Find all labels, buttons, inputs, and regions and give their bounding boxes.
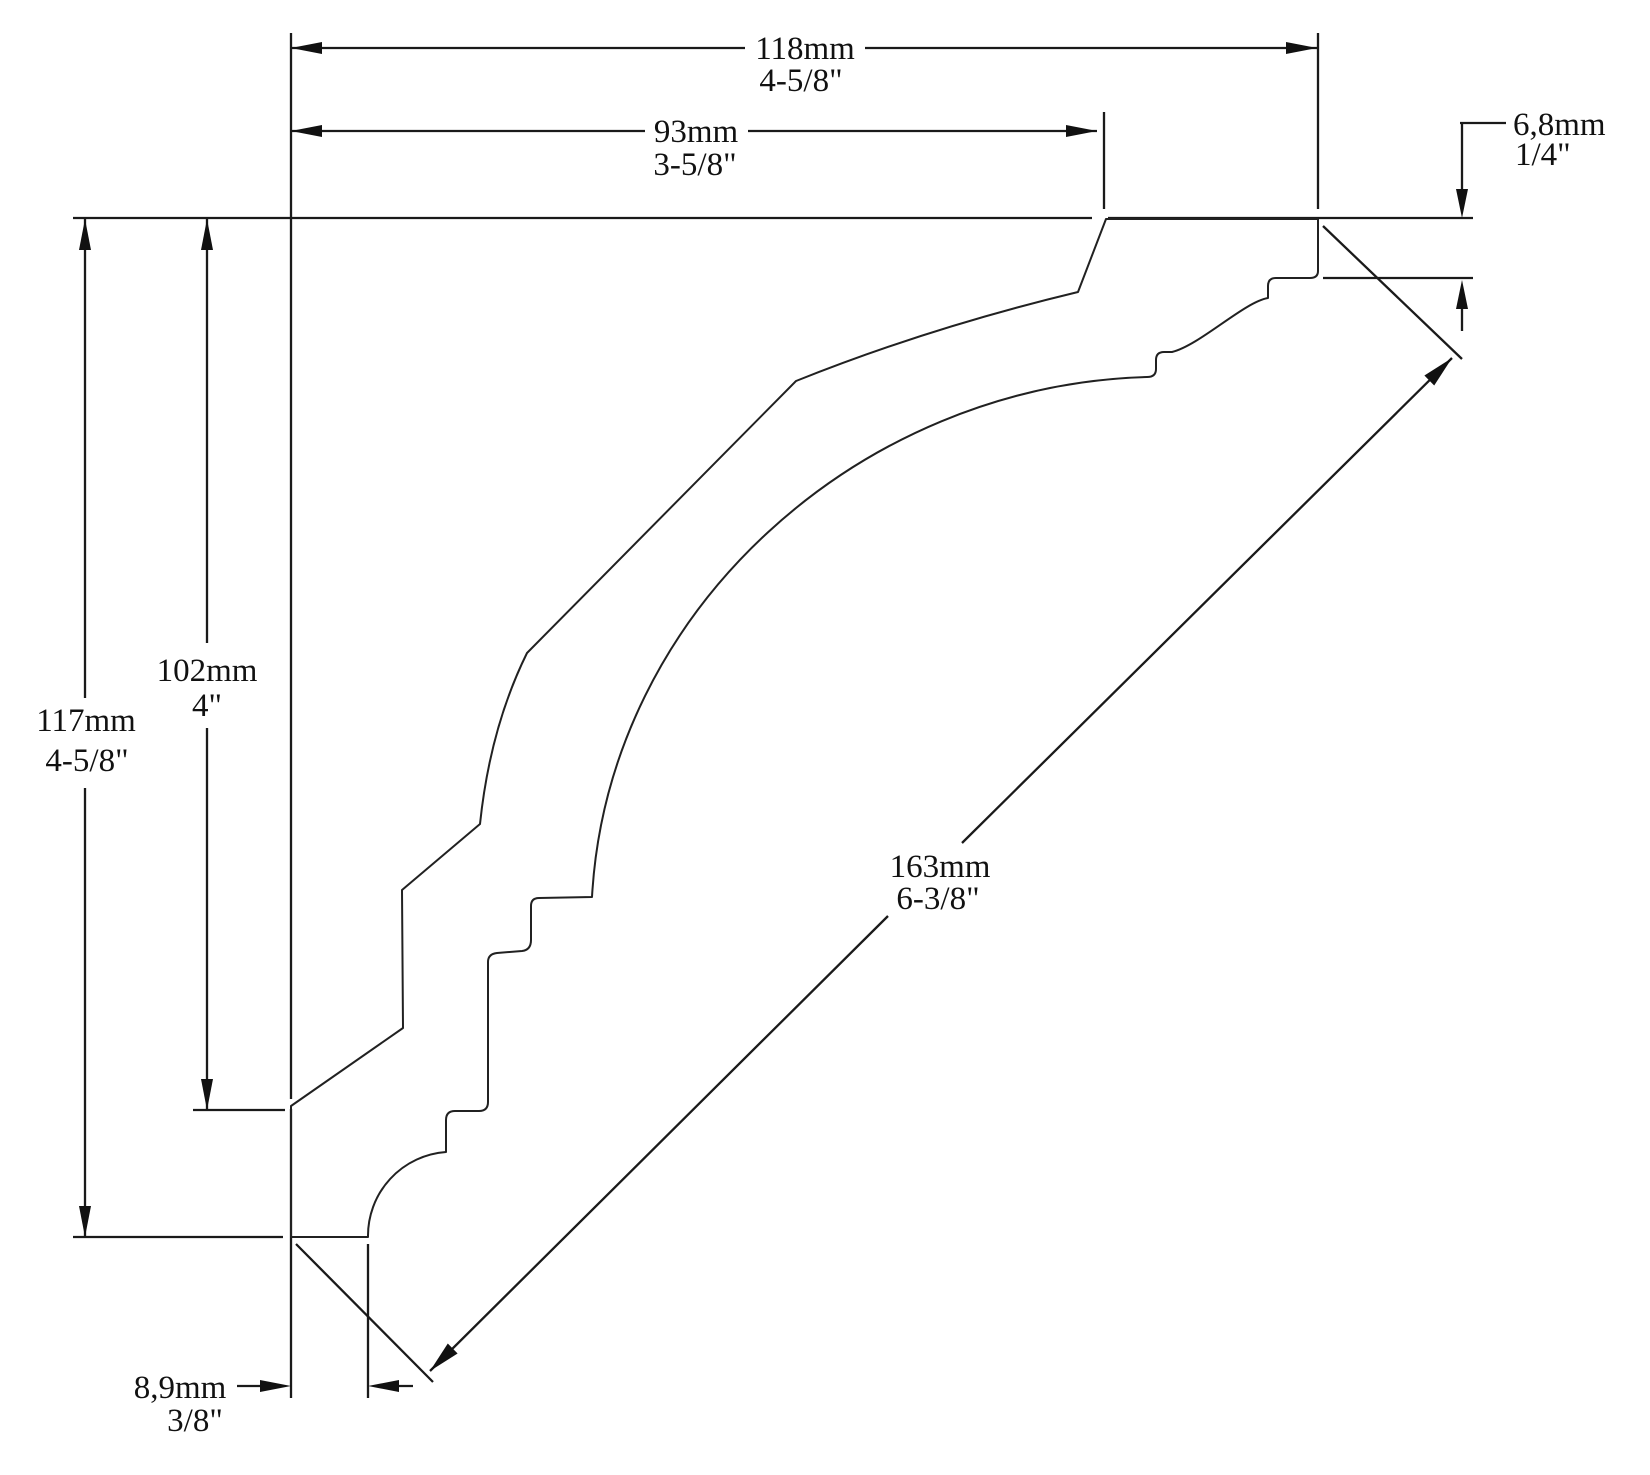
arrow-up-icon xyxy=(1456,280,1468,309)
arrow-upper-right-icon xyxy=(1424,358,1452,386)
arrow-right-icon xyxy=(1286,42,1317,54)
dimension-label-mm: 163mm xyxy=(890,849,991,885)
face-diagonal-extension-bottom xyxy=(295,1243,434,1383)
arrow-down-icon xyxy=(1456,189,1468,218)
dimension-label-inches: 6-3/8" xyxy=(896,881,979,917)
dimension-label-inches: 4-5/8" xyxy=(45,743,128,779)
arrow-down-icon xyxy=(201,1079,213,1110)
arrow-left-icon xyxy=(291,125,322,137)
dimension-label-inches: 3/8" xyxy=(167,1403,223,1439)
arrow-right-icon xyxy=(260,1380,291,1392)
dimension-label-inches: 4" xyxy=(192,688,222,724)
dimension-top-width: 93mm 3-5/8" xyxy=(291,114,1097,183)
arrow-up-icon xyxy=(79,219,91,250)
face-diagonal-extension-top xyxy=(1322,225,1463,360)
dimension-label-inches: 4-5/8" xyxy=(759,63,842,99)
arrow-left-icon xyxy=(368,1380,399,1392)
dimension-label-inches: 1/4" xyxy=(1515,137,1571,173)
molding-profile-outline xyxy=(290,218,1319,1238)
dimension-overall-height: 117mm 4-5/8" xyxy=(36,219,136,1237)
dimension-bottom-depth: 8,9mm 3/8" xyxy=(134,1370,413,1439)
dimension-top-edge-drop: 6,8mm 1/4" xyxy=(1456,107,1606,331)
dimension-line xyxy=(429,357,1453,1372)
dimension-label-mm: 117mm xyxy=(36,703,136,739)
arrow-lower-left-icon xyxy=(430,1343,458,1371)
dimension-label-mm: 102mm xyxy=(157,653,258,689)
arrow-up-icon xyxy=(201,219,213,250)
arrow-right-icon xyxy=(1066,125,1097,137)
extension-lines xyxy=(73,33,1473,1398)
dimension-label-mm: 118mm xyxy=(755,31,855,67)
dimension-wall-height: 102mm 4" xyxy=(157,219,258,1110)
arrow-down-icon xyxy=(79,1206,91,1237)
dimension-label-mm: 6,8mm xyxy=(1513,107,1606,143)
dimension-label-inches: 3-5/8" xyxy=(653,147,736,183)
dimension-face-length: 163mm 6-3/8" xyxy=(429,357,1453,1372)
dimension-overall-width: 118mm 4-5/8" xyxy=(291,31,1317,99)
dimension-label-mm: 93mm xyxy=(654,114,739,150)
dimension-label-mm: 8,9mm xyxy=(134,1370,227,1406)
arrow-left-icon xyxy=(291,42,322,54)
